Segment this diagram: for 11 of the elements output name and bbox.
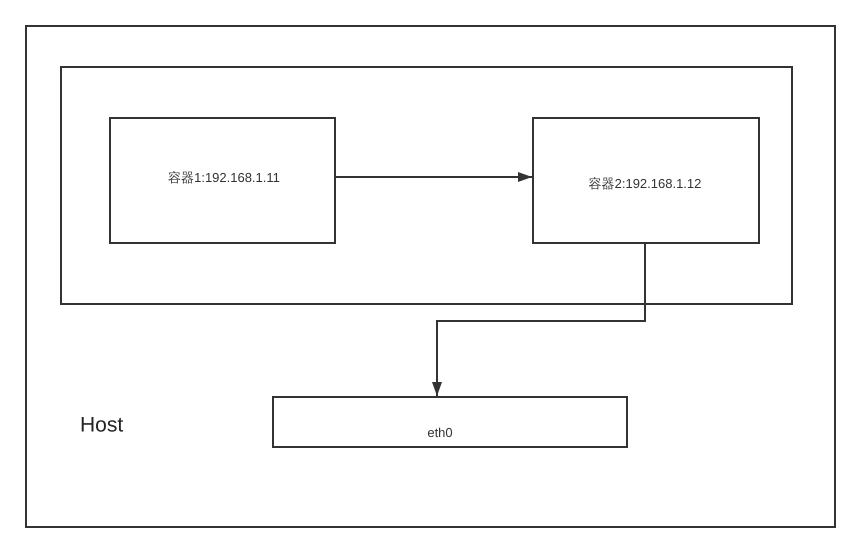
arrow xyxy=(432,244,646,396)
process-box xyxy=(272,396,628,448)
node-label: 容器2:192.168.1.12 xyxy=(588,176,702,192)
arrow xyxy=(336,172,532,182)
node-label: 容器1:192.168.1.11 xyxy=(168,170,280,186)
process-box xyxy=(532,117,760,244)
node-label: eth0 xyxy=(427,425,453,441)
inner-frame xyxy=(60,66,793,305)
outer-frame xyxy=(25,25,836,528)
process-box xyxy=(109,117,336,244)
node-label: Host xyxy=(80,412,124,438)
